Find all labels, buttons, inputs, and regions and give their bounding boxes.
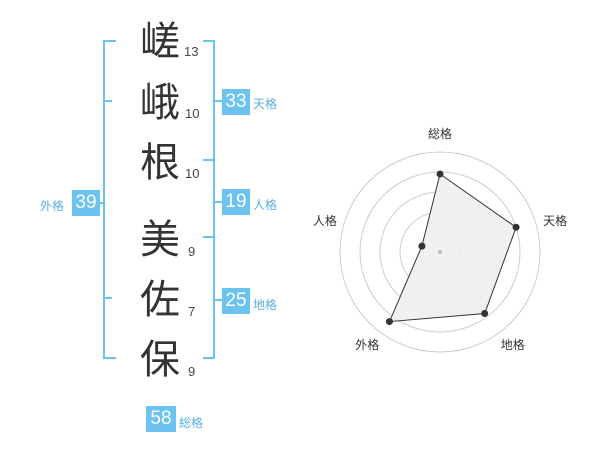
radar-point-3 (481, 309, 489, 317)
radar-axis-label-5: 人格 (313, 213, 337, 228)
radar-ring-1 (339, 151, 541, 353)
stroke-count-3: 10 (185, 166, 200, 181)
radar-point-4 (385, 318, 393, 326)
chikaku-label: 地格 (253, 298, 278, 312)
name-char-3: 根 (140, 140, 180, 186)
jinkaku-value: 19 (222, 189, 250, 215)
radar-area (388, 173, 517, 323)
tenkaku-label: 天格 (253, 97, 278, 111)
tenkaku-value: 33 (222, 89, 250, 115)
radar-axis-label-3: 地格 (501, 337, 525, 352)
stroke-count-6: 9 (188, 364, 196, 379)
radar-point-2 (512, 223, 520, 231)
stroke-count-2: 10 (185, 106, 200, 121)
soukaku-label: 総格 (179, 416, 204, 430)
stroke-count-1: 13 (184, 44, 199, 59)
chikaku-bracket (203, 236, 215, 359)
radar-axis-label-4: 外格 (355, 337, 379, 352)
stroke-count-4: 9 (188, 244, 196, 259)
gaikaku-bracket (103, 40, 116, 359)
stroke-count-5: 7 (188, 304, 196, 319)
soukaku-value: 58 (146, 406, 176, 432)
gaikaku-value: 39 (72, 190, 100, 216)
radar-points (385, 170, 520, 326)
radar-center-dot (438, 250, 442, 254)
name-char-6: 保 (140, 337, 180, 383)
radar-axis-label-1: 総格 (428, 126, 452, 141)
name-char-2: 峨 (140, 80, 180, 126)
name-char-1: 嵯 (140, 19, 180, 65)
radar-point-1 (436, 170, 444, 178)
gaikaku-label: 外格 (40, 199, 65, 213)
name-char-4: 美 (140, 217, 180, 263)
jinkaku-label: 人格 (253, 198, 278, 212)
radar-axis-label-2: 天格 (543, 213, 567, 228)
chikaku-value: 25 (222, 288, 250, 314)
radar-point-5 (418, 242, 426, 250)
name-char-5: 佐 (140, 277, 180, 323)
